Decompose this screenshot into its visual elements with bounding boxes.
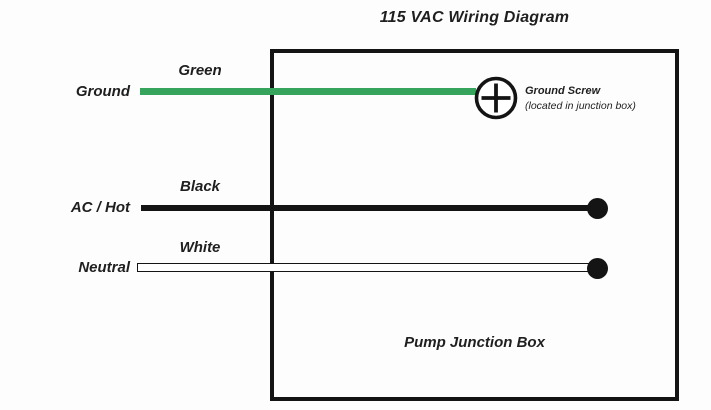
wire-color-label-green: Green [178, 62, 222, 79]
ground-screw-label: Ground Screw [525, 85, 601, 97]
diagram-title: 115 VAC Wiring Diagram [379, 9, 570, 26]
hot-wire-terminal-dot [587, 198, 608, 219]
terminal-label-ground: Ground [75, 83, 130, 100]
junction-box-label: Pump Junction Box [404, 334, 545, 351]
wire-color-label-black: Black [179, 178, 221, 195]
pump-junction-box-outline [270, 49, 679, 401]
ground-screw-icon [474, 76, 518, 120]
neutral-wire-terminal-dot [587, 258, 608, 279]
wire-color-label-white: White [179, 239, 221, 256]
hot-wire-black [141, 205, 597, 211]
terminal-label-ac-hot: AC / Hot [70, 199, 130, 216]
ground-wire-green [140, 88, 476, 95]
neutral-wire-white [137, 263, 597, 272]
ground-screw-note: (located in junction box) [525, 100, 636, 112]
terminal-label-neutral: Neutral [78, 259, 130, 276]
